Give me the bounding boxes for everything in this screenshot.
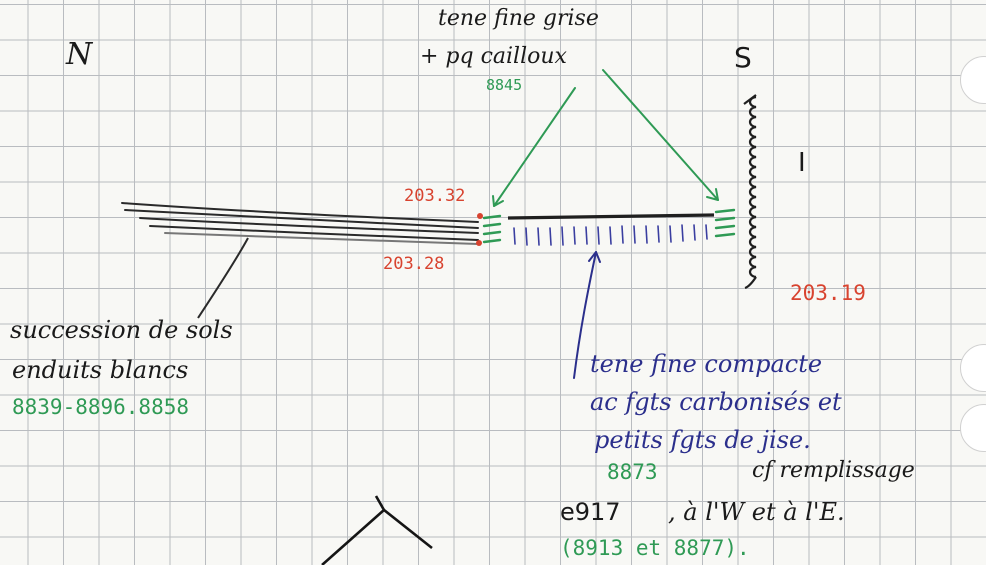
wall-profile bbox=[748, 95, 757, 279]
wall-edge bbox=[743, 94, 757, 290]
left-note-line1: succession de sols bbox=[10, 316, 233, 344]
elevation-right: 203.19 bbox=[790, 281, 866, 305]
contact-hatch-right bbox=[714, 208, 736, 238]
blue-note-tail: cf remplissage bbox=[752, 458, 915, 483]
elev-dot-bottom bbox=[476, 240, 482, 246]
pointer-line-left bbox=[197, 237, 249, 319]
bottom-sketch bbox=[321, 495, 433, 565]
north-label: N bbox=[66, 37, 93, 72]
wall-mark: I bbox=[798, 148, 806, 178]
soil-layers-left bbox=[121, 202, 479, 245]
elev-dot-top bbox=[477, 213, 483, 219]
fill-layer-ticks bbox=[513, 224, 708, 246]
bottom-line-b: , à l'W et à l'E. bbox=[668, 498, 845, 526]
south-label: S bbox=[734, 41, 752, 74]
elevation-left-bottom: 203.28 bbox=[383, 254, 445, 274]
left-note-line2: enduits blancs bbox=[12, 356, 189, 384]
blue-note-line2: ac fgts carbonisés et bbox=[590, 388, 842, 416]
green-arrows bbox=[492, 69, 719, 207]
sample-blue-note: 8873 bbox=[607, 460, 658, 484]
elevation-left-top: 203.32 bbox=[404, 186, 466, 206]
contact-hatch-left bbox=[482, 214, 502, 244]
blue-arrow bbox=[573, 251, 601, 379]
bottom-line-a: e917 bbox=[560, 498, 621, 526]
left-samples: 8839-8896.8858 bbox=[12, 395, 190, 419]
sample-top: 8845 bbox=[486, 76, 523, 94]
blue-note-line1: tene fine compacte bbox=[590, 350, 823, 378]
surface-line bbox=[507, 213, 715, 220]
top-note-line1: tene fine grise bbox=[438, 6, 599, 31]
top-note-line2: + pq cailloux bbox=[420, 44, 567, 69]
blue-note-line3: petits fgts de jise. bbox=[594, 426, 811, 454]
bottom-samples: (8913 et 8877). bbox=[560, 536, 750, 560]
